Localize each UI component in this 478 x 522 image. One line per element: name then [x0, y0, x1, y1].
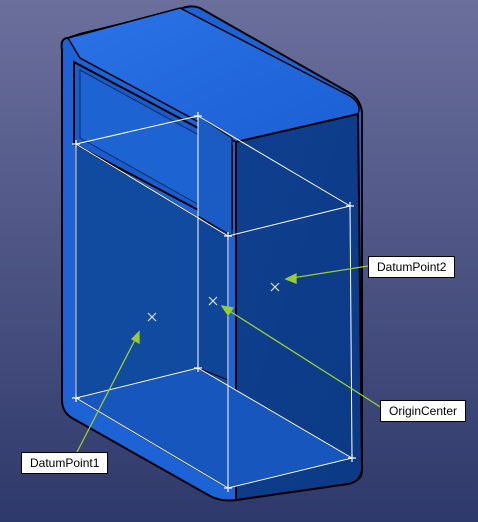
- vertex-marker: [194, 112, 202, 120]
- vertex-markers: [72, 112, 356, 492]
- vertex-marker: [346, 202, 354, 210]
- vertex-marker: [194, 364, 202, 372]
- part-inner-center-panel: [197, 215, 229, 381]
- vertex-marker: [72, 394, 80, 402]
- datum-point-2-marker[interactable]: [270, 282, 280, 292]
- datum-point-1-marker[interactable]: [147, 312, 157, 322]
- origin-center-label[interactable]: OriginCenter: [380, 400, 467, 422]
- vertex-marker: [224, 232, 232, 240]
- vertex-marker: [348, 454, 356, 462]
- vertex-marker: [224, 484, 232, 492]
- datum-point-2-label[interactable]: DatumPoint2: [368, 256, 456, 278]
- leader-lines: [75, 265, 383, 455]
- datum-point-1-label[interactable]: DatumPoint1: [21, 452, 109, 474]
- vertex-marker: [72, 140, 80, 148]
- origin-center-marker[interactable]: [208, 296, 218, 306]
